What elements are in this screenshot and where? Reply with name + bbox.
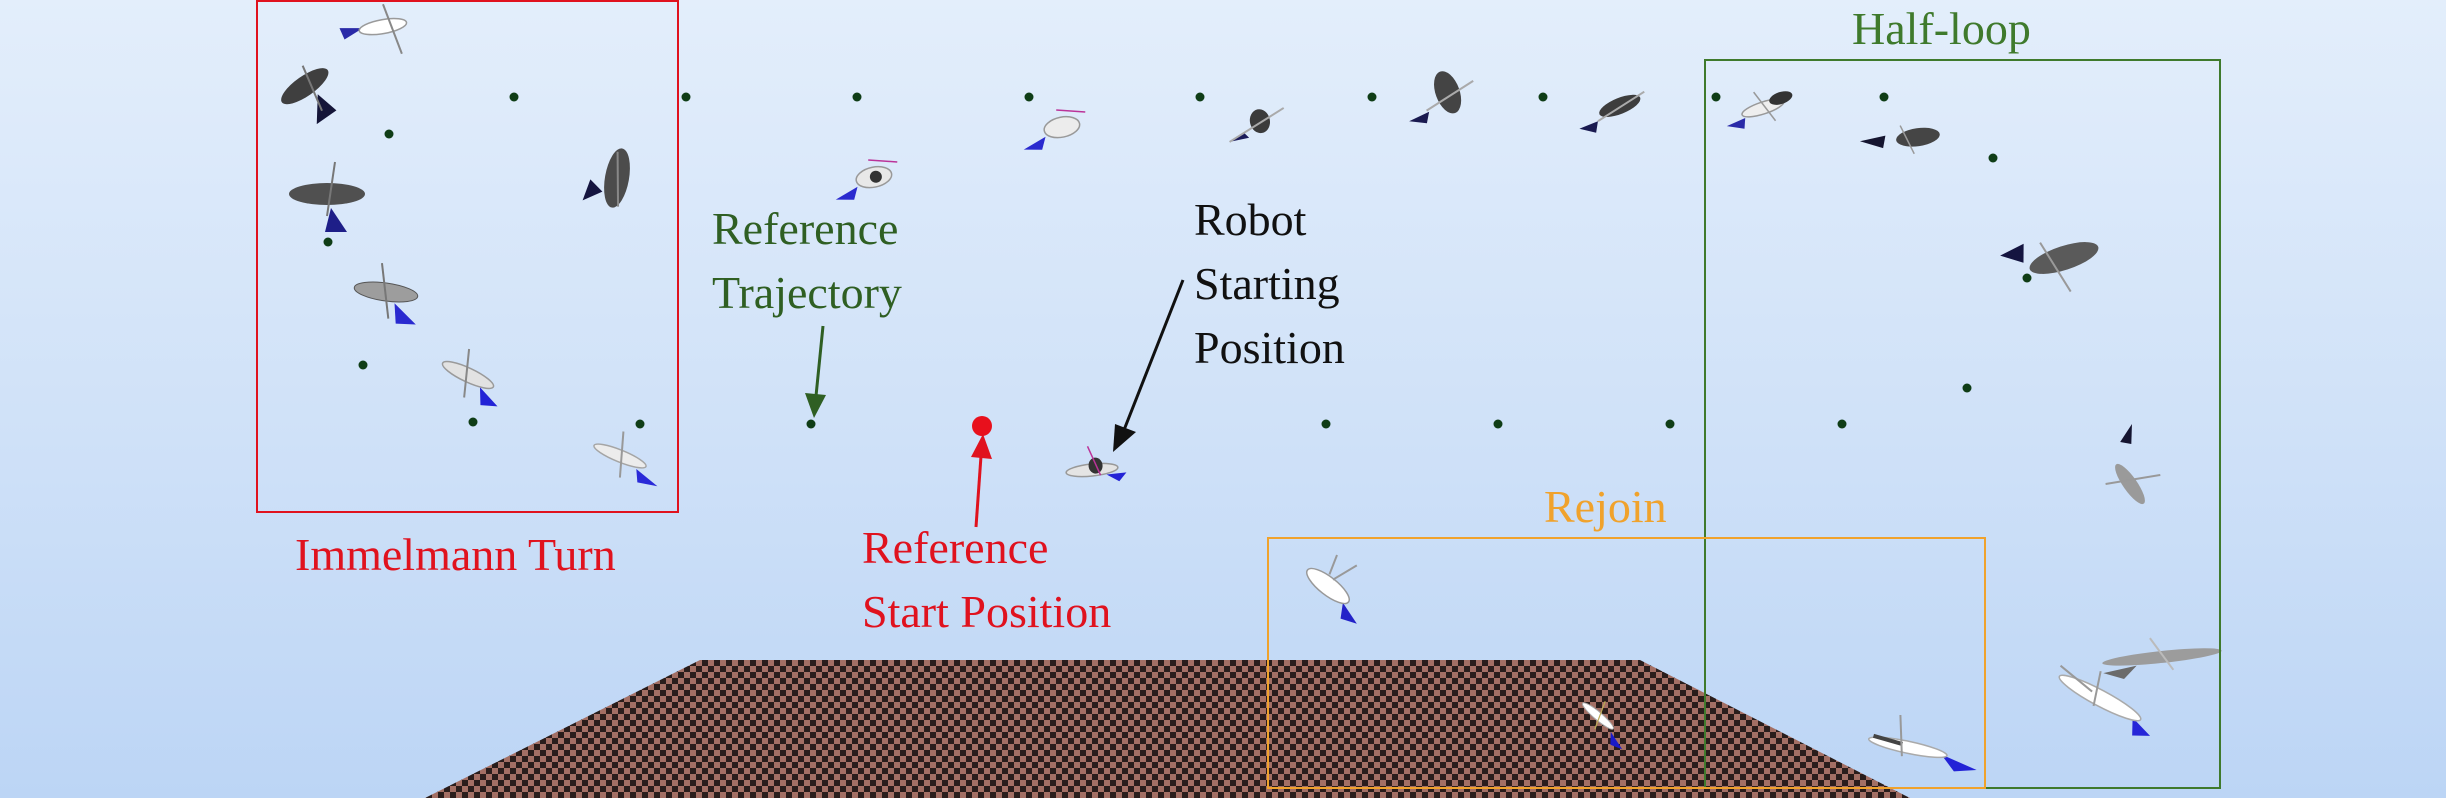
reference-start-label: Reference Start Position — [862, 516, 1111, 644]
reference-start-marker — [972, 416, 992, 436]
trajectory-point — [384, 129, 394, 139]
trajectory-point — [1837, 419, 1847, 429]
robot-start-label-line2: Starting — [1194, 258, 1340, 309]
robot-start-arrow — [1113, 279, 1185, 452]
trajectory-point — [1321, 419, 1331, 429]
immelmann-turn-label: Immelmann Turn — [295, 529, 616, 580]
reference-start-arrow — [971, 434, 992, 528]
trajectory-point — [1024, 92, 1034, 102]
robot-start-label-line3: Position — [1194, 322, 1345, 373]
robot-pose — [2058, 664, 2151, 736]
half-loop-box — [1704, 59, 2221, 789]
reference-trajectory — [323, 92, 2032, 429]
trajectory-point — [1493, 419, 1503, 429]
robot-starting-position-label: Robot Starting Position — [1194, 188, 1345, 380]
trajectory-point — [2022, 273, 2032, 283]
robot-pose — [289, 161, 365, 232]
reference-trajectory-arrow — [805, 325, 826, 418]
trajectory-point — [681, 92, 691, 102]
robot-pose — [1867, 714, 1977, 772]
robot-pose — [1726, 91, 1793, 129]
robot-pose — [593, 431, 658, 487]
reference-start-label-line1: Reference — [862, 522, 1049, 573]
robot-pose — [2000, 242, 2099, 293]
trajectory-point — [323, 237, 333, 247]
robot-pose — [2102, 637, 2222, 680]
ground-plane — [425, 660, 1910, 798]
trajectory-point — [635, 419, 645, 429]
robot-pose — [1409, 71, 1474, 124]
trajectory-point — [1988, 153, 1998, 163]
trajectory-point — [852, 92, 862, 102]
reference-trajectory-label-line2: Trajectory — [712, 267, 902, 318]
trajectory-point — [1711, 92, 1721, 102]
robot-pose — [353, 263, 419, 325]
reference-start-label-line2: Start Position — [862, 586, 1112, 637]
rejoin-box — [1267, 537, 1986, 789]
half-loop-label: Half-loop — [1852, 3, 2031, 54]
robot-pose — [1023, 109, 1086, 150]
immelmann-turn-box — [256, 0, 679, 513]
robot-pose — [1859, 125, 1940, 155]
robot-poses — [281, 3, 2222, 772]
robot-pose — [1579, 90, 1645, 133]
robot-pose — [441, 348, 498, 407]
robot-starting-pose — [1065, 446, 1127, 482]
robot-pose — [835, 159, 898, 200]
robot-pose — [1229, 107, 1285, 143]
trajectory-point — [806, 419, 816, 429]
reference-trajectory-label-line1: Reference — [712, 203, 899, 254]
trajectory-point — [1195, 92, 1205, 102]
robot-pose — [1306, 554, 1358, 624]
trajectory-point — [1665, 419, 1675, 429]
robot-pose — [1581, 700, 1623, 750]
trajectory-point — [1879, 92, 1889, 102]
robot-start-label-line1: Robot — [1194, 194, 1307, 245]
robot-pose — [339, 3, 408, 55]
rejoin-label: Rejoin — [1544, 481, 1667, 532]
robot-pose — [2105, 424, 2161, 505]
reference-trajectory-label: Reference Trajectory — [712, 197, 902, 325]
robot-pose — [582, 148, 630, 208]
trajectory-point — [1367, 92, 1377, 102]
trajectory-point — [1962, 383, 1972, 393]
trajectory-point — [358, 360, 368, 370]
trajectory-point — [1538, 92, 1548, 102]
robot-pose — [281, 65, 337, 125]
trajectory-point — [468, 417, 478, 427]
trajectory-point — [509, 92, 519, 102]
